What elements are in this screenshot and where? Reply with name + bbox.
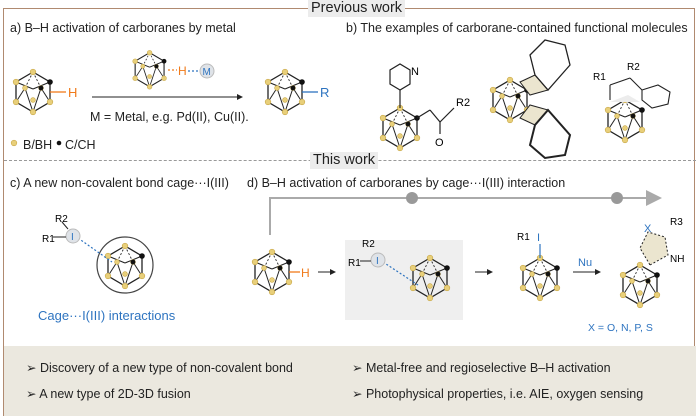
panel-c-title: c) A new non-covalent bond cage···I(III) <box>10 176 229 190</box>
carborane-cage-intermediate <box>132 49 167 90</box>
panel-a-title: a) B–H activation of carboranes by metal <box>10 21 236 35</box>
highlight-item: ➢ A new type of 2D-3D fusion <box>26 387 191 401</box>
intermediate-box <box>345 240 463 320</box>
timeline-node <box>406 192 418 204</box>
previous-work-header: Previous work <box>308 0 406 17</box>
timeline-node <box>611 192 623 204</box>
highlights-panel <box>4 346 696 416</box>
nu-label: Nu <box>578 257 592 269</box>
x-label: X <box>644 223 652 235</box>
metal-icon <box>199 63 215 79</box>
r1-label: R1 <box>42 234 55 245</box>
nh-label: NH <box>670 254 684 265</box>
r1-label: R1 <box>348 258 361 269</box>
molecule-pyridyl-ketone: N O R2 <box>379 63 470 152</box>
h-label-d: H <box>301 266 310 280</box>
r1-label: R1 <box>517 232 530 243</box>
metal-condition: M = Metal, e.g. Pd(II), Cu(II). <box>90 110 249 124</box>
o-label: O <box>435 137 444 149</box>
cage-iodine-interaction: I R1 R2 <box>42 214 154 294</box>
this-work-header: This work <box>310 152 379 169</box>
r2-label: R2 <box>55 214 68 225</box>
carborane-start-d: H <box>251 248 310 296</box>
r2-label: R2 <box>362 239 375 250</box>
iodine-label: I <box>376 256 379 267</box>
highlight-item: ➢ Photophysical properties, i.e. AIE, ox… <box>352 387 644 401</box>
highlight-item: ➢ Discovery of a new type of non-covalen… <box>26 361 293 375</box>
h-label: H <box>68 85 77 100</box>
highlight-item: ➢ Metal-free and regioselective B–H acti… <box>352 361 611 375</box>
h-label-intermediate: H <box>178 64 187 78</box>
panel-b-title: b) The examples of carborane-contained f… <box>346 21 688 35</box>
fused-product: X NH R3 <box>619 217 684 309</box>
carbon-legend-icon <box>56 140 62 146</box>
carborane-cage-start <box>12 68 54 116</box>
cage-interaction-caption: Cage···I(III) interactions <box>38 308 176 323</box>
r2-label: R2 <box>456 97 470 109</box>
carborane-cage-product <box>264 68 306 116</box>
metal-label: M <box>203 67 211 78</box>
molecule-pyridinium-fused: R1 R2 <box>593 62 671 144</box>
timeline-arrow <box>269 190 662 235</box>
panel-d-title: d) B–H activation of carboranes by cage·… <box>247 176 566 190</box>
legend-boron: B/BH <box>23 138 53 152</box>
molecule-bis-acenaphthene <box>489 39 572 160</box>
iodine-label: I <box>71 232 74 243</box>
x-note: X = O, N, P, S <box>588 322 653 334</box>
iodonium-carborane: I R1 <box>517 232 561 302</box>
iodine-label: I <box>537 232 540 244</box>
r1-label: R1 <box>593 72 606 83</box>
r-label: R <box>320 85 329 100</box>
boron-legend-icon <box>10 139 18 147</box>
legend-carbon: C/CH <box>65 138 96 152</box>
cage-iodine-intermediate: I R1 R2 <box>348 239 451 302</box>
r3-label: R3 <box>670 217 683 228</box>
n-label: N <box>411 66 419 78</box>
r2-label: R2 <box>627 62 640 73</box>
